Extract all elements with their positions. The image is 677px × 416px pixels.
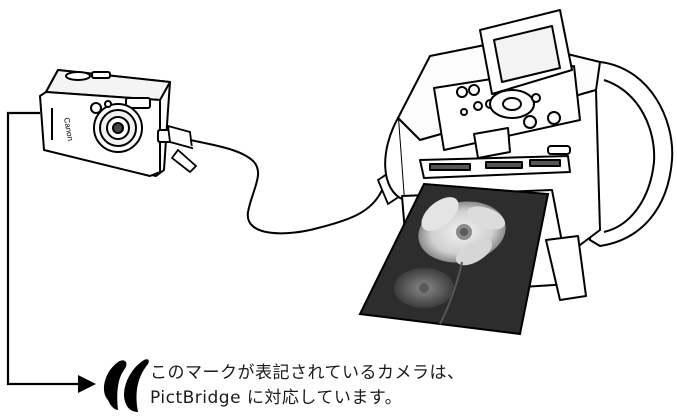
pictbridge-mark-icon	[103, 359, 149, 412]
photo-flower-small	[394, 268, 454, 308]
usb-cable	[189, 139, 389, 240]
arrow-right-icon	[78, 375, 96, 393]
camera-brand-label: Canon	[62, 117, 75, 142]
photo-flower-large	[418, 197, 506, 266]
bracket-connector-line	[6, 111, 82, 386]
caption-line-1: このマークが表記されているカメラは、	[150, 363, 465, 383]
camera-illustration	[39, 69, 173, 177]
printed-photo	[358, 182, 550, 336]
pictbridge-caption: このマークが表記されているカメラは、 PictBridge に対応しています。	[150, 361, 465, 411]
caption-line-2: PictBridge に対応しています。	[150, 388, 403, 408]
camera-usb-plug	[166, 124, 198, 174]
